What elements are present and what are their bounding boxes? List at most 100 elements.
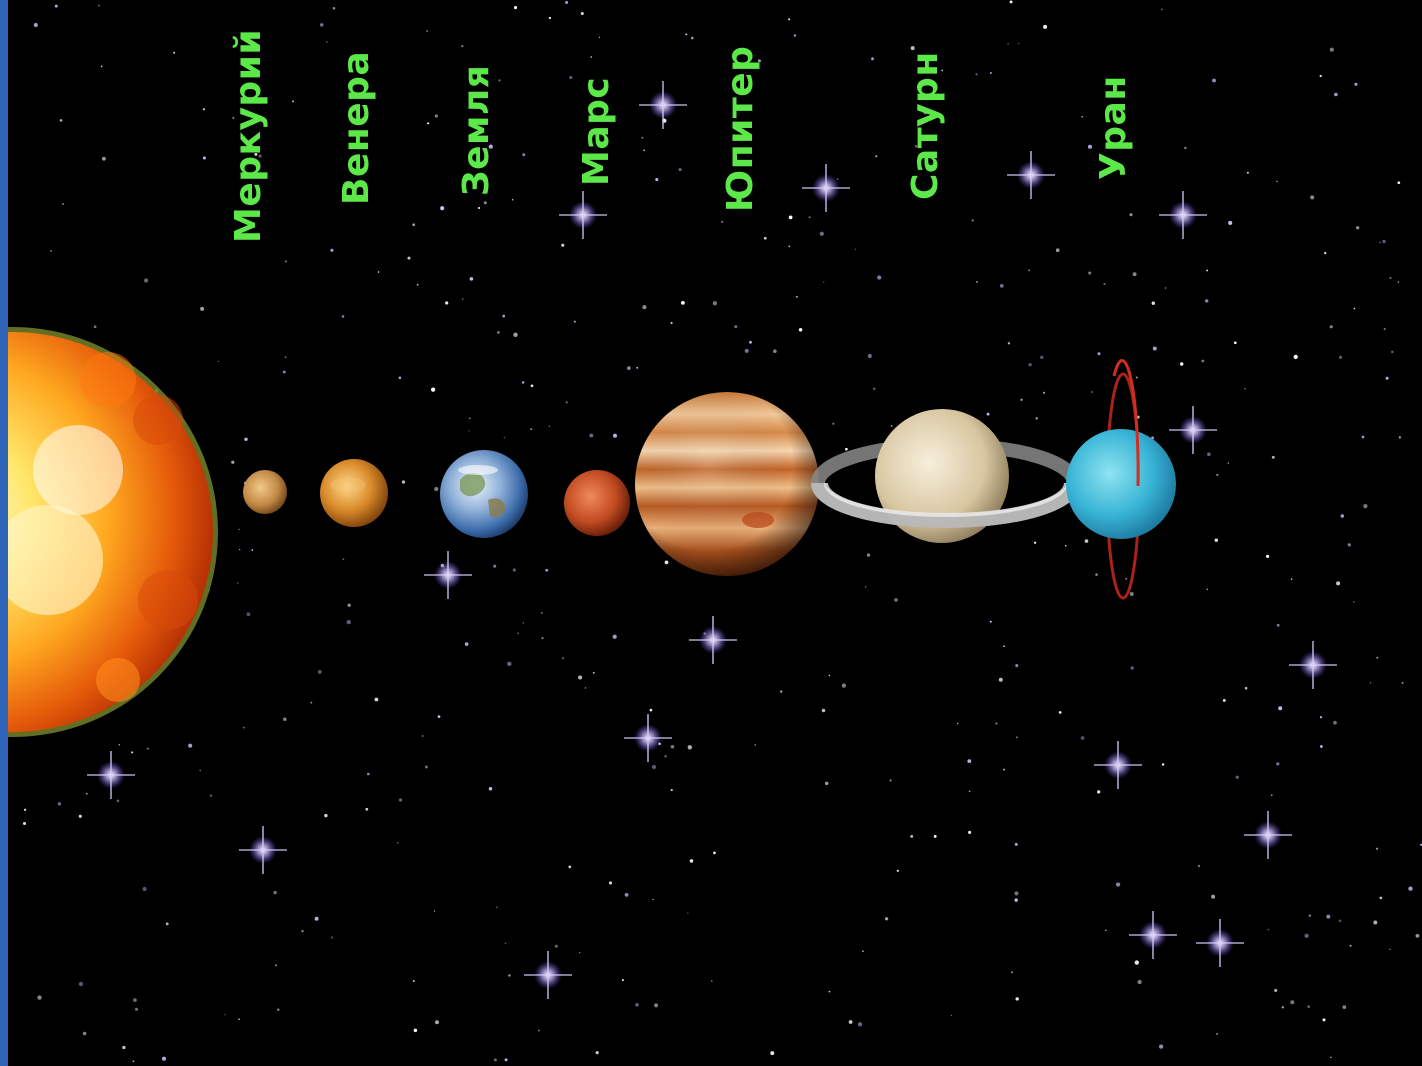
star	[581, 12, 584, 15]
star	[995, 722, 997, 724]
star	[1088, 145, 1092, 149]
star	[445, 301, 448, 304]
star	[224, 1014, 225, 1015]
star	[1207, 452, 1211, 456]
star	[1408, 886, 1412, 890]
star	[427, 122, 429, 124]
star	[58, 802, 61, 805]
star	[513, 568, 516, 571]
star	[489, 787, 493, 791]
star	[1348, 543, 1351, 546]
star	[593, 672, 595, 674]
star	[910, 835, 913, 838]
star	[794, 34, 796, 36]
star	[200, 307, 204, 311]
star	[976, 281, 978, 283]
star	[397, 842, 398, 843]
uranus-icon	[1066, 361, 1176, 598]
star	[98, 5, 100, 7]
star	[277, 1009, 279, 1011]
star	[643, 149, 645, 151]
star	[688, 745, 692, 749]
star	[613, 434, 617, 438]
star	[434, 910, 435, 911]
star	[435, 114, 438, 117]
bright-star	[1169, 406, 1217, 454]
star	[83, 1032, 87, 1036]
star	[94, 325, 97, 328]
star	[1228, 462, 1230, 464]
bright-star	[87, 751, 135, 799]
star	[734, 325, 737, 328]
star	[523, 622, 524, 623]
star	[1184, 147, 1186, 149]
star	[117, 800, 120, 803]
star	[1228, 221, 1232, 225]
star	[365, 808, 368, 811]
star	[579, 952, 580, 953]
bright-star	[559, 191, 607, 239]
label-jupiter: Юпитер	[720, 46, 761, 212]
star	[1153, 347, 1157, 351]
star	[1056, 248, 1060, 252]
star	[1137, 980, 1141, 984]
star	[613, 635, 617, 639]
star	[1000, 284, 1004, 288]
star	[188, 744, 192, 748]
star	[199, 770, 201, 772]
star	[951, 1015, 952, 1016]
star	[478, 207, 480, 209]
star	[173, 52, 175, 54]
star	[1244, 388, 1245, 389]
star	[1290, 1000, 1294, 1004]
star	[440, 206, 444, 210]
star	[1161, 9, 1163, 11]
star	[1034, 542, 1036, 544]
star	[845, 448, 848, 451]
star	[1391, 351, 1394, 354]
star	[402, 480, 405, 483]
star	[1271, 795, 1272, 796]
star	[1016, 736, 1018, 738]
star	[685, 33, 687, 35]
star	[679, 168, 682, 171]
star	[1085, 539, 1089, 543]
star	[320, 23, 324, 27]
star	[1349, 945, 1351, 947]
star	[469, 418, 470, 419]
star	[867, 553, 870, 556]
star	[755, 744, 756, 745]
star	[34, 23, 38, 27]
star	[1330, 1057, 1331, 1058]
star	[333, 7, 336, 10]
star	[596, 1051, 599, 1054]
star	[561, 244, 564, 247]
star	[654, 1003, 658, 1007]
star	[37, 995, 41, 999]
star	[1282, 1006, 1284, 1008]
star	[301, 930, 303, 932]
star	[832, 423, 834, 425]
star	[275, 964, 277, 966]
star	[238, 529, 239, 530]
star	[788, 18, 790, 20]
star	[1223, 699, 1226, 702]
star	[1277, 624, 1280, 627]
star	[877, 275, 881, 279]
star	[1266, 555, 1269, 558]
star	[574, 321, 576, 323]
star	[1206, 270, 1208, 272]
star	[858, 1022, 862, 1026]
star	[1125, 578, 1127, 580]
star	[504, 437, 505, 438]
star	[251, 549, 253, 551]
star	[101, 65, 103, 67]
star	[713, 301, 717, 305]
bright-star	[1289, 641, 1337, 689]
label-uranus: Уран	[1093, 75, 1134, 180]
star	[1389, 277, 1391, 279]
star	[1402, 682, 1404, 684]
star	[310, 702, 312, 704]
star	[578, 675, 582, 679]
star	[764, 237, 767, 240]
